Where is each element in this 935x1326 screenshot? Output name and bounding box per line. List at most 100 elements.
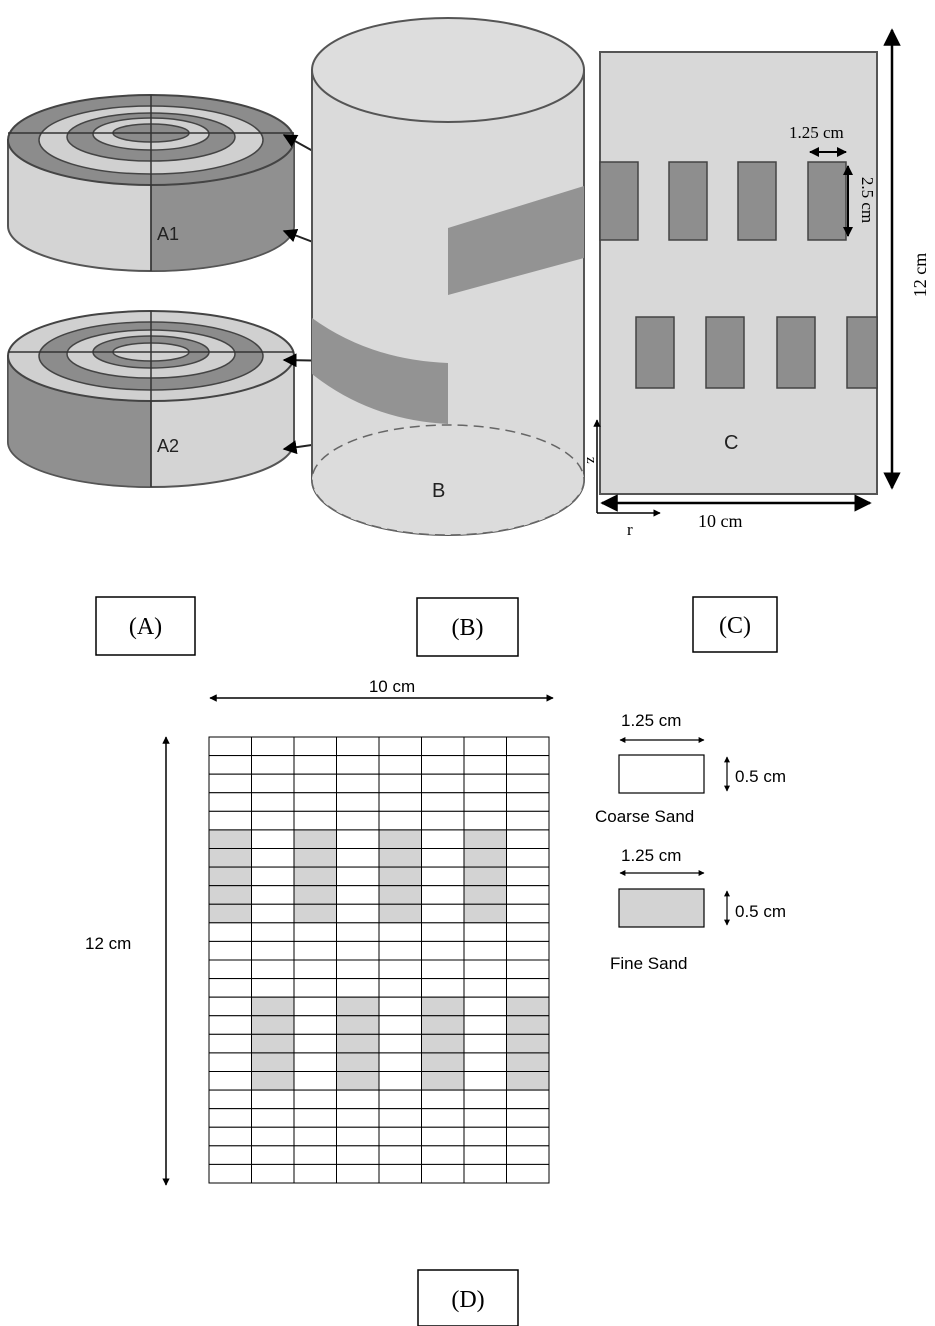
cylinder-upper-band — [448, 186, 584, 295]
coarse-sand-cell — [463, 1126, 507, 1147]
coarse-sand-cell — [208, 1071, 252, 1091]
fine-sand-cell — [506, 996, 550, 1017]
coarse-sand-cell — [251, 885, 295, 905]
block-height-label: 2.5 cm — [858, 177, 877, 223]
coarse-sand-cell — [421, 959, 465, 980]
coarse-sand-cell — [506, 773, 550, 794]
fine-sand-cell — [463, 903, 507, 924]
coarse-sand-cell — [208, 922, 252, 942]
coarse-sand-cell — [378, 810, 422, 831]
coarse-sand-cell — [506, 922, 550, 942]
legend-fine-width-label: 1.25 cm — [621, 846, 681, 865]
coarse-sand-cell — [421, 1089, 465, 1110]
coarse-sand-cell — [463, 1071, 507, 1091]
coarse-sand-cell — [506, 792, 550, 812]
fine-sand-cell — [378, 903, 422, 924]
coarse-sand-cell — [421, 866, 465, 887]
coarse-sand-cell — [293, 996, 337, 1017]
coarse-sand-cell — [336, 848, 380, 868]
coarse-sand-cell — [421, 773, 465, 794]
coarse-sand-cell — [251, 810, 295, 831]
fine-sand-cell — [336, 1071, 380, 1091]
coarse-sand-cell — [293, 792, 337, 812]
coarse-sand-cell — [421, 1145, 465, 1165]
panel-c-label-box — [692, 596, 778, 653]
sand-grid — [208, 736, 550, 1184]
coarse-sand-cell — [506, 829, 550, 849]
panel-c: 1.25 cm 2.5 cm 12 cm 10 cm z r C (C) — [583, 28, 930, 653]
fine-sand-cell — [421, 1052, 465, 1073]
coarse-sand-cell — [506, 940, 550, 961]
coarse-sand-cell — [293, 1126, 337, 1147]
coarse-sand-cell — [293, 1033, 337, 1054]
coarse-sand-cell — [506, 959, 550, 980]
height-label: 12 cm — [910, 253, 930, 298]
fine-sand-cell — [208, 866, 252, 887]
coarse-sand-cell — [378, 773, 422, 794]
legend-fine-name: Fine Sand — [610, 954, 688, 973]
coarse-sand-cell — [378, 1052, 422, 1073]
fine-sand-cell — [251, 1052, 295, 1073]
panel-b-label: (B) — [452, 615, 484, 641]
coarse-sand-cell — [336, 1126, 380, 1147]
fine-sand-cell — [506, 1033, 550, 1054]
coarse-sand-cell — [251, 1163, 295, 1184]
coarse-sand-cell — [336, 1089, 380, 1110]
legend-fine-swatch — [618, 888, 705, 928]
coarse-sand-cell — [421, 792, 465, 812]
fine-sand-cell — [506, 1071, 550, 1091]
fine-sand-cell — [463, 885, 507, 905]
coarse-sand-cell — [378, 996, 422, 1017]
fine-sand-cell — [293, 829, 337, 849]
coarse-sand-cell — [378, 1089, 422, 1110]
fine-sand-cell — [251, 1071, 295, 1091]
legend: 1.25 cm 0.5 cm Coarse Sand 1.25 cm 0.5 c… — [595, 711, 786, 973]
coarse-sand-cell — [463, 922, 507, 942]
coarse-sand-cell — [463, 810, 507, 831]
fine-sand-cell — [421, 1071, 465, 1091]
coarse-sand-cell — [378, 940, 422, 961]
coarse-sand-cell — [208, 959, 252, 980]
grid-width-label: 10 cm — [369, 677, 415, 696]
coarse-sand-cell — [506, 1145, 550, 1165]
legend-coarse-name: Coarse Sand — [595, 807, 694, 826]
coarse-sand-cell — [293, 922, 337, 942]
coarse-sand-cell — [336, 1163, 380, 1184]
z-axis-label: z — [583, 457, 599, 464]
coarse-sand-cell — [293, 959, 337, 980]
block-width-label: 1.25 cm — [789, 123, 844, 142]
panel-b: B (B) — [311, 17, 585, 657]
fine-sand-block — [776, 316, 816, 389]
coarse-sand-cell — [293, 978, 337, 998]
coarse-sand-cell — [421, 736, 465, 757]
coarse-sand-cell — [378, 1015, 422, 1035]
coarse-sand-cell — [336, 1108, 380, 1128]
coarse-sand-cell — [506, 736, 550, 757]
coarse-sand-cell — [293, 1163, 337, 1184]
coarse-sand-cell — [208, 1089, 252, 1110]
fine-sand-cell — [251, 1033, 295, 1054]
fine-sand-cell — [336, 1033, 380, 1054]
coarse-sand-cell — [208, 1145, 252, 1165]
coarse-sand-cell — [463, 736, 507, 757]
panel-b-center-label: B — [432, 480, 445, 502]
fine-sand-block — [846, 316, 878, 389]
coarse-sand-cell — [378, 755, 422, 775]
fine-sand-block — [668, 161, 708, 241]
coarse-sand-cell — [421, 848, 465, 868]
fine-sand-block — [737, 161, 777, 241]
coarse-sand-cell — [208, 1052, 252, 1073]
coarse-sand-cell — [336, 866, 380, 887]
coarse-sand-cell — [293, 1108, 337, 1128]
width-label: 10 cm — [698, 511, 743, 531]
panel-b-label-box — [416, 597, 519, 657]
coarse-sand-cell — [421, 829, 465, 849]
coarse-sand-cell — [251, 736, 295, 757]
coarse-sand-cell — [506, 1163, 550, 1184]
coarse-sand-cell — [251, 773, 295, 794]
coarse-sand-cell — [336, 829, 380, 849]
slice-a2-label: A2 — [157, 436, 179, 456]
coarse-sand-cell — [463, 1089, 507, 1110]
coarse-sand-cell — [463, 773, 507, 794]
coarse-sand-cell — [378, 1126, 422, 1147]
